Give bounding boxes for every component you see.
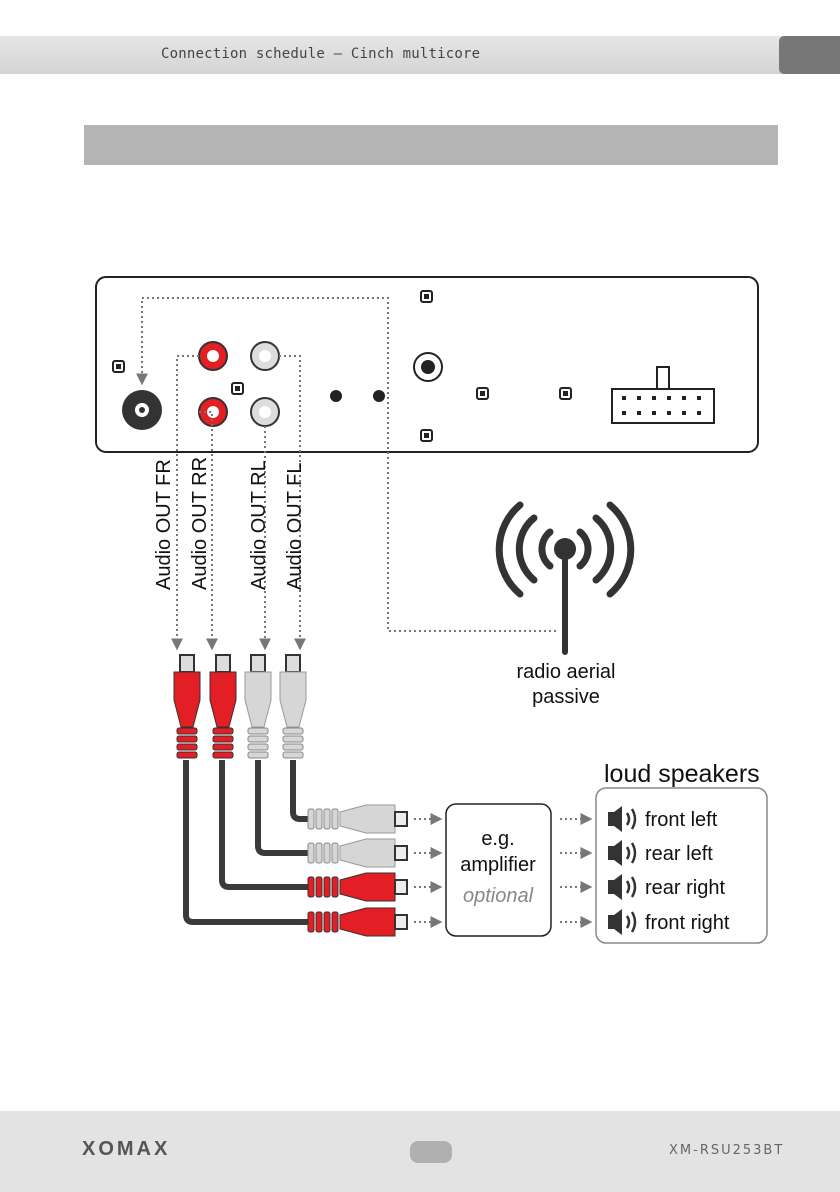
- aerial-label-line2: passive: [532, 686, 600, 708]
- model-number: XM-RSU253BT: [669, 1143, 784, 1158]
- label-audio-out-fl: Audio OUT FL: [284, 463, 306, 590]
- rca-plug-icon: [174, 655, 306, 758]
- antenna-icon: [499, 505, 631, 652]
- aerial-label-line1: radio aerial: [517, 661, 616, 683]
- speaker-label-front-right: front right: [645, 912, 730, 934]
- speakers-title: loud speakers: [604, 760, 760, 788]
- speaker-label-rear-left: rear left: [645, 843, 713, 865]
- brand-logo: XOMAX: [82, 1138, 170, 1161]
- amp-label-line2: amplifier: [460, 854, 536, 876]
- speaker-label-front-left: front left: [645, 809, 718, 831]
- label-audio-out-rr: Audio OUT RR: [189, 457, 211, 590]
- amp-label-line1: e.g.: [481, 828, 514, 850]
- antenna-socket-icon: [122, 390, 162, 430]
- label-audio-out-rl: Audio OUT RL: [248, 460, 270, 590]
- amp-label-line3: optional: [463, 885, 534, 907]
- label-audio-out-fr: Audio OUT FR: [153, 459, 175, 590]
- speaker-label-rear-right: rear right: [645, 877, 725, 899]
- rca-plug-horizontal-icon: [308, 805, 407, 936]
- page-number-pill: [410, 1141, 452, 1163]
